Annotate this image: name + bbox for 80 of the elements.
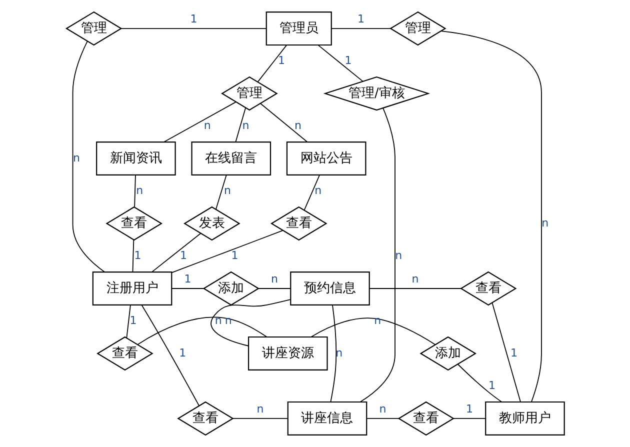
connector — [140, 304, 200, 406]
edge-label: n — [335, 346, 342, 360]
edge-label: n — [136, 184, 143, 197]
edge-label: 1 — [180, 248, 187, 262]
connector — [170, 288, 204, 289]
node-box: 教师用户 — [484, 401, 564, 436]
connector — [134, 174, 136, 208]
node-diamond: 添加 — [202, 271, 260, 306]
node-diamond: 查看 — [96, 336, 153, 371]
connector — [232, 418, 288, 419]
edge-label: 1 — [230, 248, 238, 262]
node-diamond: 查看 — [270, 206, 327, 241]
connector — [120, 28, 266, 29]
edge-label: n — [224, 184, 230, 197]
connector — [257, 44, 287, 82]
connector — [359, 108, 395, 402]
edge-label: n — [256, 402, 264, 416]
connector — [260, 103, 308, 142]
connector — [215, 174, 226, 210]
edge-label: n — [541, 216, 548, 230]
connector — [303, 174, 320, 211]
connector — [366, 418, 399, 419]
node-diamond: 添加 — [419, 336, 476, 371]
node-box: 讲座信息 — [286, 401, 367, 436]
node-diamond: 发表 — [183, 206, 240, 241]
node-box: 在线留言 — [190, 141, 271, 176]
edge-label: n — [203, 118, 210, 132]
edge-label: 1 — [134, 248, 141, 262]
node-box: 新闻资讯 — [96, 141, 176, 176]
edge-label: 1 — [178, 346, 186, 360]
node-box: 网站公告 — [286, 141, 366, 176]
node-diamond: 查看 — [397, 401, 454, 436]
node-diamond: 管理 — [220, 76, 278, 111]
node-diamond: 查看 — [105, 206, 162, 241]
node-diamond: 管理 — [388, 11, 446, 46]
node-box: 注册用户 — [92, 271, 172, 306]
node-diamond: 管理 — [64, 11, 122, 46]
edge-label: n — [378, 402, 386, 416]
edge-label: n — [394, 248, 402, 262]
connector — [491, 302, 520, 402]
edge-label: n — [72, 151, 80, 164]
connector — [151, 233, 200, 272]
connector — [452, 418, 486, 419]
edge-label: n — [294, 118, 301, 132]
node-box: 讲座资源 — [247, 336, 328, 370]
connector — [136, 316, 267, 345]
node-diamond: 管理/审核 — [322, 76, 430, 111]
connector — [440, 30, 542, 402]
edge-label: 1 — [129, 314, 136, 327]
node-box: 管理员 — [265, 12, 332, 46]
edge-label: 1 — [465, 402, 472, 416]
connector — [330, 304, 336, 402]
edge-label: 1 — [344, 54, 352, 67]
edge-label: 1 — [488, 378, 496, 392]
node-diamond: 查看 — [459, 271, 516, 306]
edge-label: n — [314, 184, 322, 197]
edge-label: 1 — [510, 346, 517, 360]
connector — [210, 299, 290, 346]
connector — [368, 288, 461, 289]
connector — [72, 40, 105, 272]
connector — [310, 318, 436, 346]
connector — [163, 101, 236, 142]
connector — [330, 28, 391, 29]
edge-label: 1 — [190, 12, 197, 26]
edge-label: n — [270, 272, 278, 286]
connector — [126, 304, 130, 338]
edge-label: 1 — [277, 54, 284, 67]
connector — [132, 240, 134, 272]
edge-label: n — [411, 272, 418, 286]
edge-label: 1 — [184, 272, 191, 286]
node-diamond: 查看 — [176, 401, 234, 436]
node-box: 预约信息 — [290, 271, 370, 306]
connector — [257, 288, 291, 289]
connector — [234, 107, 246, 142]
connector — [317, 44, 363, 82]
connector — [457, 364, 502, 402]
edge-label: 1 — [357, 12, 364, 26]
edge-label: n — [214, 314, 222, 327]
edge-label: n — [242, 118, 249, 132]
connector — [170, 230, 283, 274]
